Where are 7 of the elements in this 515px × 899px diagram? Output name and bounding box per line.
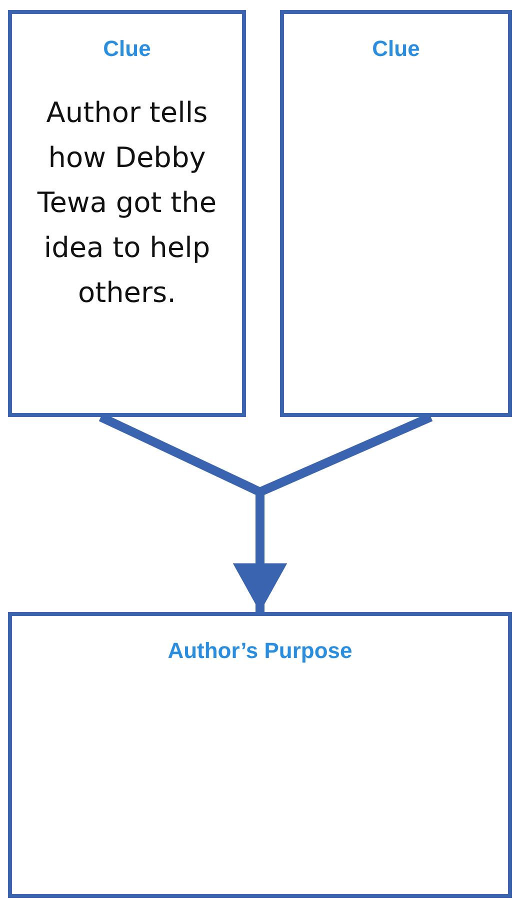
text-box xyxy=(8,612,512,898)
box-heading: Author’s Purpose xyxy=(168,638,352,664)
text-box xyxy=(8,10,246,417)
box-text: Author tells how Debby Tewa got the idea to help others. xyxy=(36,95,218,311)
text-box xyxy=(280,10,512,417)
box-heading: Clue xyxy=(372,36,420,62)
box-heading: Clue xyxy=(103,36,151,62)
